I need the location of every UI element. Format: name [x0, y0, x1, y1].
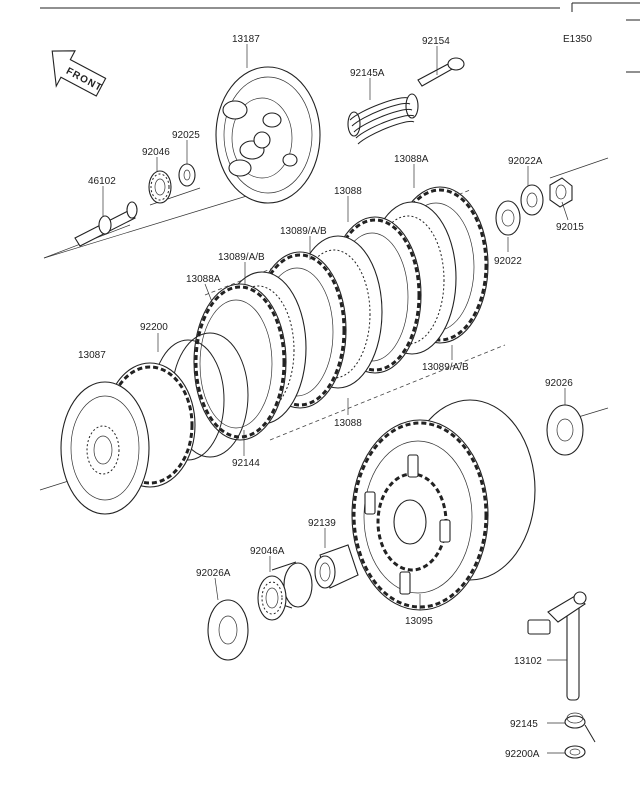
bearing-92046 — [148, 170, 172, 204]
label-92022a: 92022A — [508, 156, 543, 167]
washer-92026 — [546, 404, 584, 456]
label-13087: 13087 — [78, 350, 106, 361]
label-92145: 92145 — [510, 719, 538, 730]
label-92046a: 92046A — [250, 546, 285, 557]
leader-lines — [102, 44, 569, 754]
washer-92026a — [207, 599, 249, 661]
header-rules — [40, 2, 640, 73]
label-92139: 92139 — [308, 518, 336, 529]
label-13088a-top: 13088A — [394, 154, 429, 165]
friction-plate-13088a-left — [193, 283, 287, 441]
washer-92022a — [520, 184, 544, 216]
sleeve-92139 — [314, 544, 359, 589]
label-92022: 92022 — [494, 256, 522, 267]
label-13089ab-1: 13089/A/B — [280, 226, 327, 237]
part-labels: 13187 92154 92145A 92025 92046 46102 130… — [78, 34, 584, 760]
label-13102: 13102 — [514, 656, 542, 667]
label-92200a: 92200A — [505, 749, 540, 760]
label-92200: 92200 — [140, 322, 168, 333]
spring-92145 — [564, 712, 596, 743]
clutch-hub-13087 — [60, 362, 196, 515]
front-arrow-icon: FRONT — [51, 50, 107, 97]
label-92015: 92015 — [556, 222, 584, 233]
label-13088a-left: 13088A — [186, 274, 221, 285]
label-13088-top: 13088 — [334, 186, 362, 197]
label-92145a: 92145A — [350, 68, 385, 79]
washer-92025 — [178, 163, 196, 187]
washer-92200a — [564, 745, 586, 759]
nut-92015 — [549, 177, 573, 208]
spring-92145a — [347, 93, 419, 145]
label-92046: 92046 — [142, 147, 170, 158]
label-13089ab-2: 13089/A/B — [218, 252, 265, 263]
label-46102: 46102 — [88, 176, 116, 187]
diagram-code: E1350 — [563, 34, 592, 45]
needle-bearing-92046a — [257, 561, 313, 621]
label-13187: 13187 — [232, 34, 260, 45]
label-92154: 92154 — [422, 36, 450, 47]
release-shaft-13102 — [527, 591, 587, 701]
clutch-housing-13095 — [351, 399, 536, 611]
label-13089ab-right: 13089/A/B — [422, 362, 469, 373]
bolt-92154 — [417, 57, 465, 87]
label-92026: 92026 — [545, 378, 573, 389]
pushrod-46102 — [74, 201, 138, 247]
label-13095: 13095 — [405, 616, 433, 627]
label-92026a: 92026A — [196, 568, 231, 579]
pressure-plate-13187 — [215, 66, 321, 204]
washer-92022 — [495, 200, 521, 236]
label-92144: 92144 — [232, 458, 260, 469]
label-13088-bottom: 13088 — [334, 418, 362, 429]
label-92025: 92025 — [172, 130, 200, 141]
